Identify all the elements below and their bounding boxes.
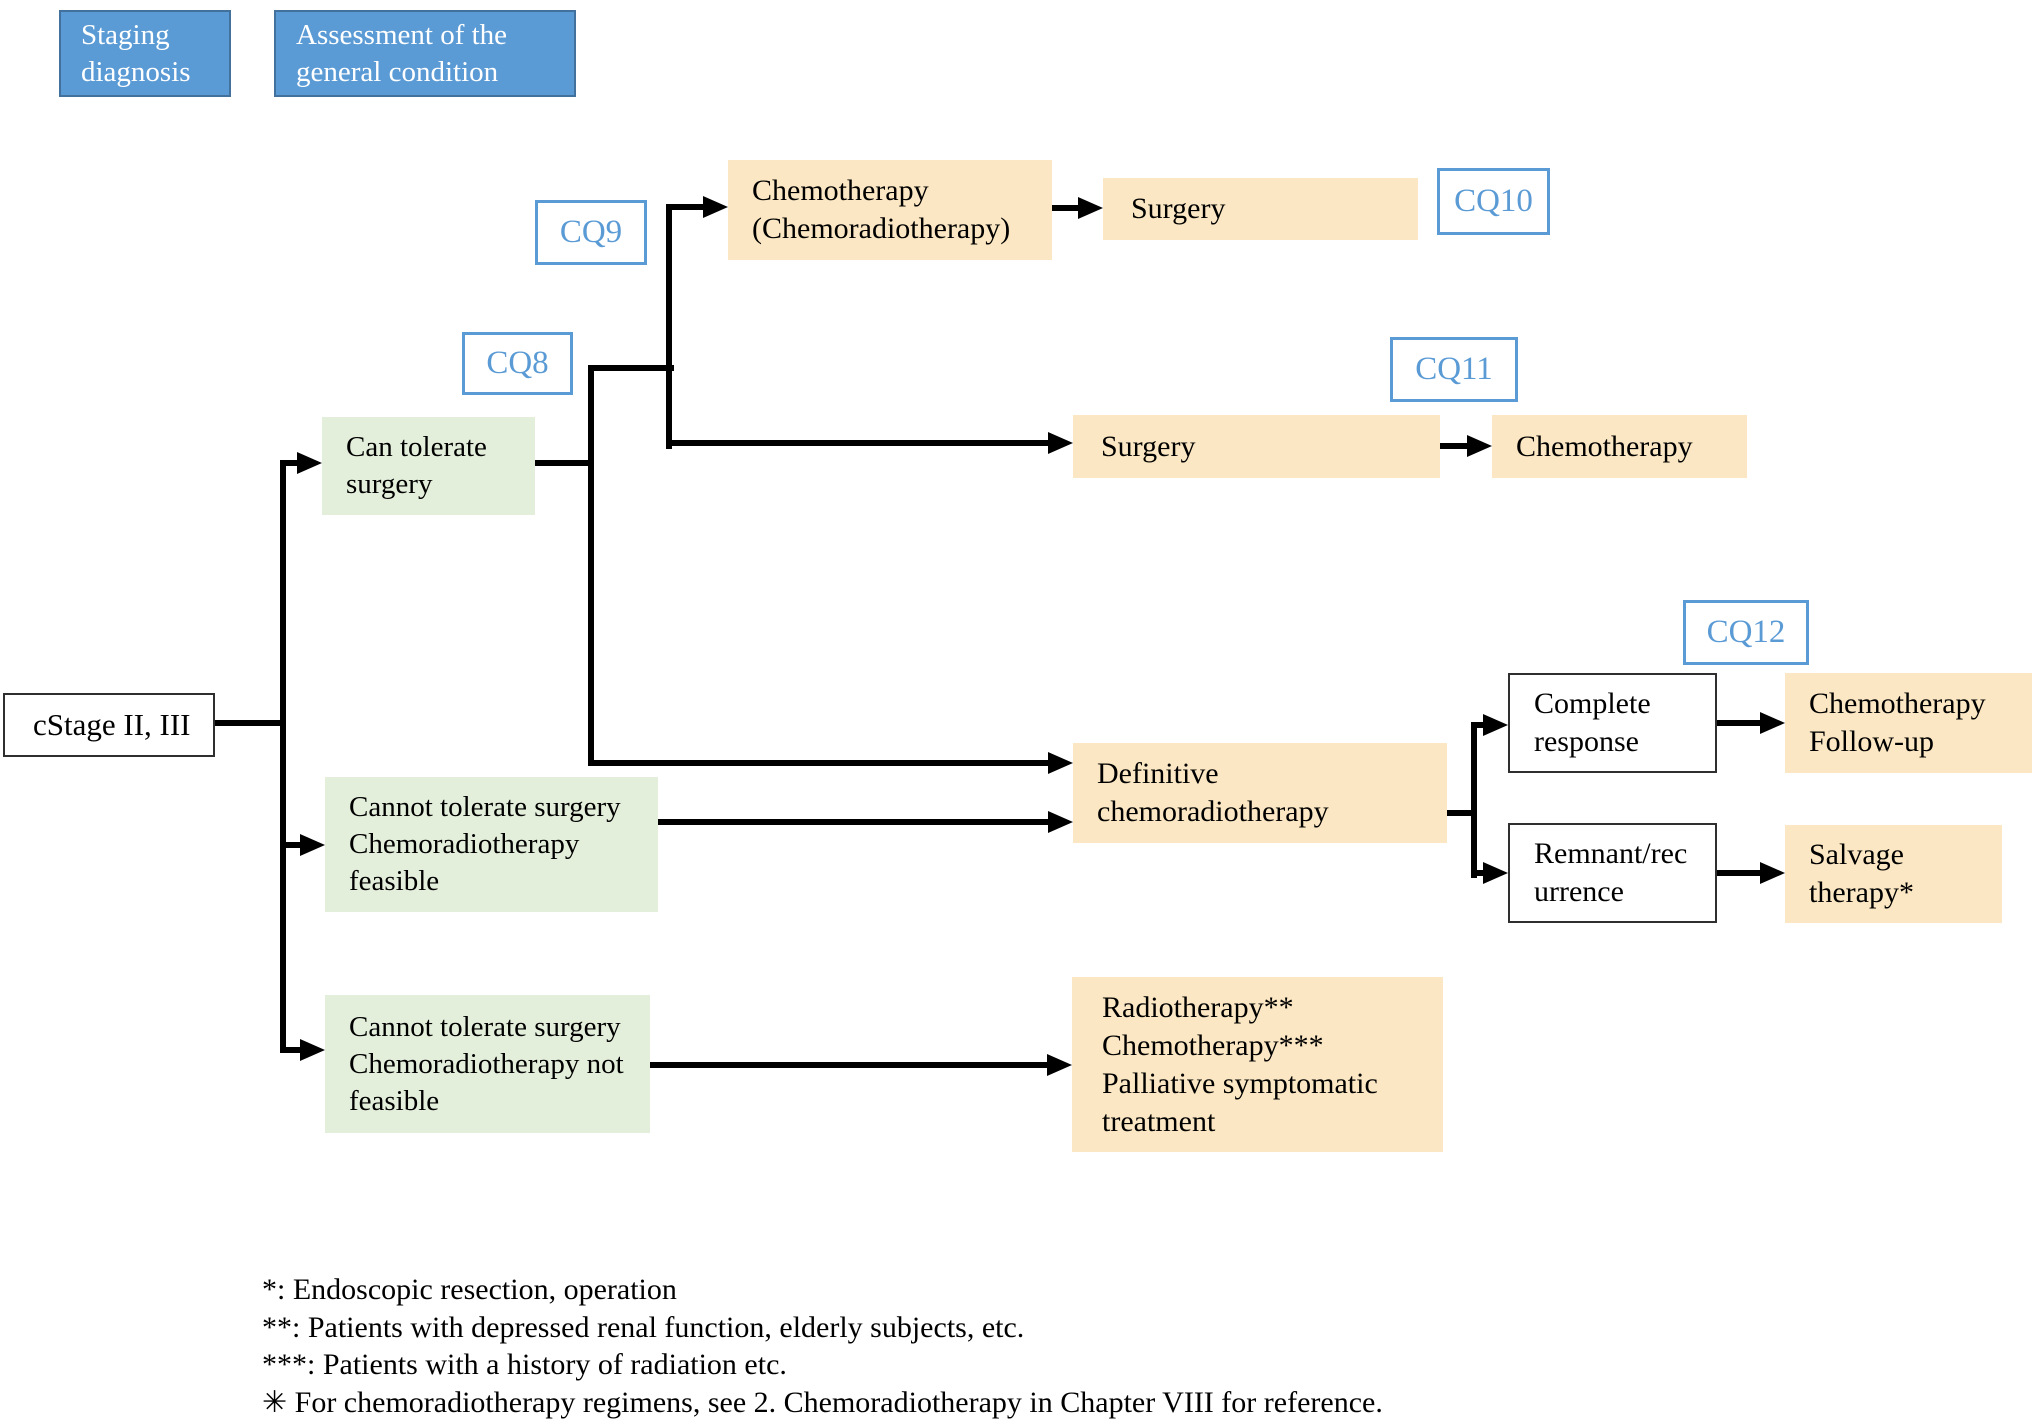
connector-trunk-vertical (280, 460, 286, 1053)
node-line: Remnant/rec (1534, 837, 1688, 870)
node-salvage-therapy: Salvage therapy* (1785, 825, 2002, 923)
node-line: Palliative symptomatic (1102, 1066, 1378, 1100)
phase-box-general-condition: Assessment of the general condition (274, 10, 576, 97)
footnote-3: ***: Patients with a history of radiatio… (262, 1348, 787, 1381)
node-cstage-text: cStage II, III (33, 707, 191, 742)
cq8-text: CQ8 (486, 345, 549, 381)
node-line: Chemotherapy*** (1102, 1028, 1324, 1062)
footnotes: *: Endoscopic resection, operation **: P… (262, 1271, 1383, 1421)
connector-to-crt-not-feasible (280, 1047, 302, 1053)
phase-label-line: general condition (296, 55, 499, 88)
node-chemotherapy-preop: Chemotherapy (Chemoradiotherapy) (728, 160, 1052, 260)
arrowhead-to-surgery-upfront (1048, 432, 1073, 454)
node-line: Chemotherapy (1516, 429, 1693, 463)
node-line: feasible (349, 1084, 440, 1117)
cq10-text: CQ10 (1454, 183, 1533, 219)
connector-to-crt-feasible (280, 842, 302, 848)
phase-box-staging-diagnosis: Staging diagnosis (59, 10, 231, 97)
phase-label-line: Assessment of the (296, 18, 508, 51)
node-surgery-after-chemo: Surgery (1103, 178, 1418, 240)
node-line: Chemotherapy (1809, 687, 1986, 720)
connector-to-salvage-therapy (1717, 870, 1762, 876)
node-cannot-tolerate-crt-not-feasible: Cannot tolerate surgery Chemoradiotherap… (325, 995, 650, 1133)
arrowhead-to-salvage-therapy (1760, 862, 1785, 884)
node-line: Surgery (1131, 192, 1226, 225)
node-line: Cannot tolerate surgery (349, 1010, 621, 1043)
connector-to-can-tolerate (280, 460, 302, 466)
node-remnant-recurrence: Remnant/rec urrence (1508, 823, 1717, 923)
footnote-1: *: Endoscopic resection, operation (262, 1273, 677, 1306)
connector-cq8-top (588, 365, 674, 371)
connector-cq8-to-definitive-crt (588, 760, 1051, 766)
node-can-tolerate-surgery: Can tolerate surgery (322, 417, 535, 515)
node-cannot-tolerate-crt-feasible: Cannot tolerate surgery Chemoradiotherap… (325, 777, 658, 912)
connector-cstage-out (215, 720, 283, 726)
node-surgery-upfront: Surgery (1073, 415, 1440, 478)
node-line: Chemoradiotherapy not (349, 1047, 624, 1080)
cq9-label: CQ9 (535, 200, 647, 265)
footnote-2: **: Patients with depressed renal functi… (262, 1310, 1025, 1344)
node-line: therapy* (1809, 876, 1914, 909)
node-line: Follow-up (1809, 725, 1935, 758)
cq8-label: CQ8 (462, 332, 573, 395)
node-definitive-chemoradiotherapy: Definitive chemoradiotherapy (1073, 743, 1447, 843)
node-line: Definitive (1097, 757, 1219, 790)
footnote-4: ✳ For chemoradiotherapy regimens, see 2.… (262, 1385, 1383, 1419)
node-complete-response: Complete response (1508, 673, 1717, 773)
cq11-text: CQ11 (1415, 351, 1493, 387)
connector-to-complete-response (1471, 722, 1485, 728)
connector-can-tolerate-out (535, 460, 593, 466)
node-line: chemoradiotherapy (1097, 795, 1329, 828)
node-line: Can tolerate (346, 431, 487, 463)
node-line: urrence (1534, 875, 1624, 908)
node-chemotherapy-adjuvant: Chemotherapy (1492, 415, 1747, 478)
node-line: Chemotherapy (752, 174, 929, 207)
cq12-text: CQ12 (1706, 614, 1786, 650)
node-line: (Chemoradiotherapy) (752, 212, 1011, 245)
connector-crt-branch-vertical (1471, 722, 1477, 878)
node-line: Complete (1534, 687, 1651, 720)
connector-to-remnant-recurrence (1471, 870, 1485, 876)
connector-definitive-crt-out (1447, 810, 1477, 816)
arrowhead-to-chemo-followup (1760, 712, 1785, 734)
cq10-label: CQ10 (1437, 168, 1550, 235)
cq12-label: CQ12 (1683, 600, 1809, 665)
connector-cq8-vertical (588, 365, 594, 766)
arrowhead-to-chemo-preop (703, 196, 728, 218)
connector-cq9-vertical (666, 204, 672, 449)
connector-to-chemo-followup (1717, 720, 1762, 726)
connector-to-radiotherapy (650, 1062, 1050, 1068)
node-radiotherapy-palliative: Radiotherapy** Chemotherapy*** Palliativ… (1072, 977, 1443, 1152)
arrowhead-to-crt-feasible (300, 834, 325, 856)
connector-feasible-to-definitive-crt (658, 819, 1051, 825)
arrowhead-to-radiotherapy (1047, 1054, 1072, 1076)
node-line: feasible (349, 865, 440, 897)
node-line: Cannot tolerate surgery (349, 791, 621, 823)
arrowhead-to-crt-not-feasible (300, 1039, 325, 1061)
arrowhead-chemo-preop-to-surgery (1078, 197, 1103, 219)
arrowhead-to-can-tolerate (297, 452, 322, 474)
cq9-text: CQ9 (559, 214, 623, 250)
arrowhead-surgery-to-chemo-adjuvant (1467, 435, 1492, 457)
arrowhead-cq8-to-definitive-crt (1048, 752, 1073, 774)
node-line: Radiotherapy** (1102, 990, 1294, 1024)
connector-to-chemo-preop (666, 204, 706, 210)
node-chemotherapy-followup: Chemotherapy Follow-up (1785, 673, 2032, 773)
connector-chemo-preop-to-surgery (1052, 205, 1081, 211)
cq11-label: CQ11 (1390, 337, 1518, 402)
phase-label-line: Staging (81, 18, 170, 51)
node-line: response (1534, 725, 1639, 758)
arrowhead-to-remnant-recurrence (1483, 862, 1508, 884)
node-line: treatment (1102, 1104, 1216, 1138)
node-line: Salvage (1809, 838, 1904, 871)
arrowhead-to-complete-response (1483, 714, 1508, 736)
node-line: surgery (346, 468, 433, 500)
connector-to-surgery-upfront (666, 440, 1051, 446)
node-line: Surgery (1101, 429, 1196, 463)
node-cstage: cStage II, III (3, 693, 215, 757)
arrowhead-feasible-to-definitive-crt (1048, 811, 1073, 833)
phase-label-line: diagnosis (81, 55, 191, 88)
connector-surgery-to-chemo-adjuvant (1440, 443, 1470, 449)
node-line: Chemoradiotherapy (349, 828, 580, 860)
